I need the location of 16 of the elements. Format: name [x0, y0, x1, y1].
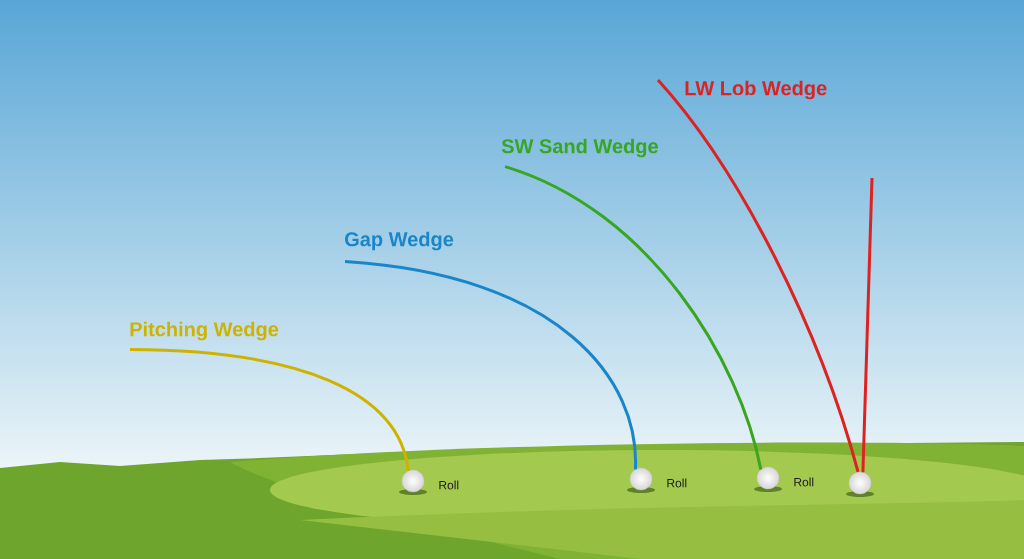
golf-ball [754, 466, 782, 492]
trajectory-label: SW Sand Wedge [501, 138, 658, 158]
golf-ball [846, 471, 874, 497]
trajectory-line [656, 79, 860, 473]
roll-label: Roll [439, 480, 459, 490]
trajectory-line [861, 177, 874, 473]
roll-label: Roll [794, 477, 814, 487]
golf-ball [399, 469, 427, 495]
roll-label: Roll [667, 478, 687, 488]
trajectory-label: LW Lob Wedge [685, 80, 827, 100]
trajectory-line [344, 260, 637, 470]
golf-ball [627, 467, 655, 493]
trajectory-label: Pitching Wedge [130, 321, 279, 341]
trajectory-line [129, 348, 410, 472]
trajectory-line [504, 165, 763, 470]
trajectory-label: Gap Wedge [345, 231, 454, 251]
